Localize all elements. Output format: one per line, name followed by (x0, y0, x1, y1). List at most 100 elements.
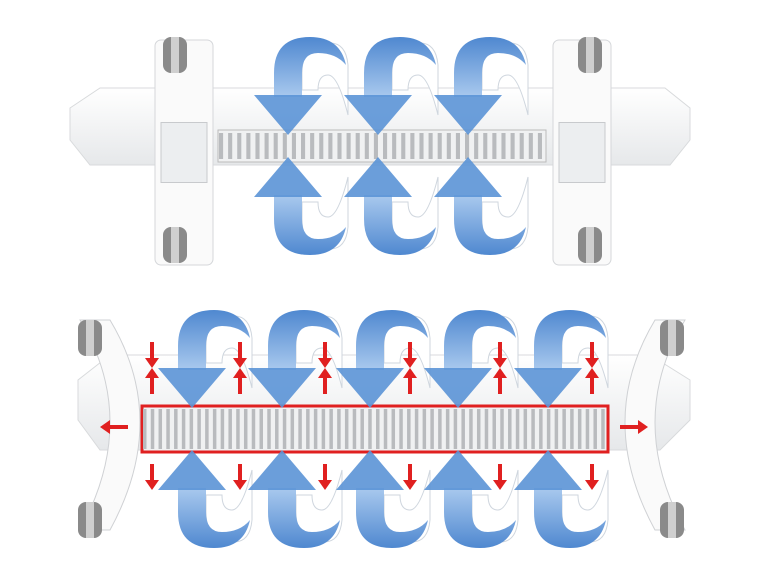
airflow-in-arrow-icon (248, 450, 343, 548)
heat-arrow-head (493, 480, 507, 490)
wheel-hub (86, 502, 94, 538)
grille-slot (236, 409, 240, 449)
grille-slot (166, 409, 170, 449)
airflow-in-arrow-icon (336, 450, 431, 548)
grille-slot (461, 409, 465, 449)
grille-slot (143, 409, 147, 449)
grille-slot (437, 133, 442, 159)
wheel-icon (163, 227, 187, 263)
grille-slot (492, 133, 497, 159)
arrow-head (336, 368, 404, 408)
arrow-shaft (178, 488, 250, 548)
grille-slot (373, 133, 378, 159)
heat-out-arrow-icon (493, 342, 507, 368)
arrow-shaft (364, 195, 436, 255)
grille-slot (401, 133, 406, 159)
heat-arrow-head (585, 480, 599, 490)
grille-slot (220, 409, 225, 449)
heat-arrow-shaft (238, 376, 242, 394)
grille-slot (407, 409, 411, 449)
heat-out-arrow-icon (620, 420, 648, 434)
grille-slot (150, 409, 155, 449)
arrow-shaft (268, 310, 340, 370)
grille-slot (352, 409, 357, 449)
heat-arrow-shaft (498, 376, 502, 394)
heat-out-arrow-icon (145, 342, 159, 368)
heat-arrow-head (233, 480, 247, 490)
grille-slot (414, 409, 419, 449)
wheel-icon (660, 502, 684, 538)
arrow-head (158, 368, 226, 408)
grille-slot (291, 133, 296, 159)
grille-slot (428, 133, 433, 159)
grille-slot (181, 409, 186, 449)
grille-slot (329, 409, 333, 449)
arrow-head (254, 157, 322, 197)
airflow-in-arrow-icon (254, 37, 349, 135)
arrow-head (434, 95, 502, 135)
grille-slot (523, 409, 528, 449)
heat-out-arrow-icon (100, 420, 128, 434)
heat-out-arrow-icon (585, 368, 599, 394)
arrow-shaft (356, 310, 428, 370)
wheel-hub (171, 227, 179, 263)
grille-slot (501, 133, 506, 159)
grille-slot (275, 409, 279, 449)
heat-arrow-head (403, 480, 417, 490)
grille-slot (282, 409, 287, 449)
grille-slot (601, 409, 605, 449)
heat-out-arrow-icon (233, 342, 247, 368)
grille-slot (298, 409, 302, 449)
grille-slot (337, 133, 342, 159)
grille-slot (237, 133, 242, 159)
grille-slot (419, 133, 424, 159)
heat-arrow-head (318, 480, 332, 490)
wheel-hub (86, 320, 94, 356)
heat-arrow-shaft (590, 342, 594, 360)
wheel-icon (578, 227, 602, 263)
stand-bracket (558, 122, 606, 183)
wheel-icon (78, 320, 102, 356)
heat-out-arrow-icon (585, 464, 599, 490)
heat-arrow-shaft (408, 342, 412, 360)
wheel-icon (78, 502, 102, 538)
airflow-in-arrow-icon (344, 37, 439, 135)
arrow-head (424, 450, 492, 490)
grille-slot (344, 409, 349, 449)
airflow-in-arrow-icon (514, 450, 609, 548)
grille-slot (474, 133, 479, 159)
grille-slot (469, 409, 473, 449)
arrow-shaft (356, 488, 428, 548)
heat-arrow-head (100, 420, 110, 434)
heat-arrow-head (233, 368, 247, 378)
heat-arrow-head (233, 358, 247, 368)
grille-slot (364, 133, 369, 159)
wheel-hub (171, 37, 179, 73)
grille-slot (264, 133, 269, 159)
grille-slot (158, 409, 163, 449)
heat-out-arrow-icon (318, 464, 332, 490)
heat-out-arrow-icon (318, 368, 332, 394)
heat-out-arrow-icon (233, 368, 247, 394)
heat-arrow-head (145, 368, 159, 378)
arrow-head (434, 157, 502, 197)
grille-slot (528, 133, 533, 159)
grille-slot (301, 133, 306, 159)
grille-slot (251, 409, 256, 449)
grille-slot (383, 409, 388, 449)
grille-slot (422, 409, 427, 449)
airflow-in-arrow-icon (158, 310, 253, 408)
grille-slot (476, 409, 481, 449)
heat-arrow-head (145, 480, 159, 490)
heater-grille (217, 129, 547, 163)
wheel-icon (163, 37, 187, 73)
heat-out-arrow-icon (318, 342, 332, 368)
heat-out-arrow-icon (145, 464, 159, 490)
grille-slot (174, 409, 178, 449)
grille-slot (562, 409, 566, 449)
grille-slot (228, 409, 232, 449)
arrow-shaft (444, 310, 516, 370)
grille-slot (306, 409, 310, 449)
grille-slot (585, 409, 590, 449)
